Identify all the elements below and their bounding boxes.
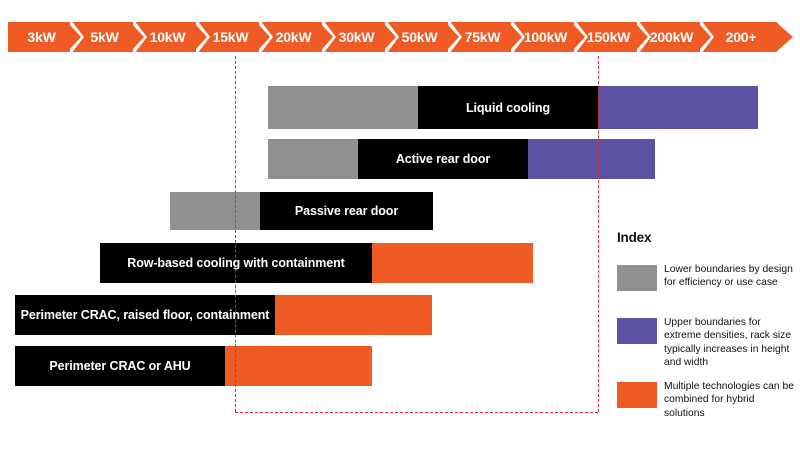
- scale-step-label: 200+: [725, 29, 757, 45]
- scale-step-label: 200kW: [649, 29, 694, 45]
- scale-step-100kw: 100kW: [511, 22, 575, 52]
- bar-segment-orange: [275, 295, 432, 335]
- scale-step-label: 30kW: [338, 29, 375, 45]
- legend-swatch-orange: [617, 382, 657, 408]
- chevron-right-icon: [133, 22, 147, 52]
- scale-step-10kw: 10kW: [133, 22, 197, 52]
- legend-swatch-gray: [617, 265, 657, 291]
- scale-step-75kw: 75kW: [448, 22, 512, 52]
- legend-text: Multiple technologies can be combined fo…: [664, 381, 794, 419]
- guide-baseline-horizontal: [235, 412, 598, 413]
- scale-step-50kw: 50kW: [385, 22, 449, 52]
- arrow-tip-icon: [776, 22, 793, 52]
- scale-step-label: 20kW: [275, 29, 312, 45]
- chevron-right-icon: [574, 22, 588, 52]
- scale-step-15kw: 15kW: [196, 22, 260, 52]
- scale-step-label: 3kW: [27, 29, 56, 45]
- scale-step-200kw: 200kW: [637, 22, 701, 52]
- scale-step-label: 75kW: [464, 29, 501, 45]
- index-title: Index: [617, 230, 652, 245]
- chevron-right-icon: [385, 22, 399, 52]
- chevron-right-icon: [70, 22, 84, 52]
- 100kW-guide: [598, 56, 599, 412]
- chevron-right-icon: [259, 22, 273, 52]
- chevron-right-icon: [448, 22, 462, 52]
- scale-step-200plus: 200+: [700, 22, 793, 52]
- scale-step-20kw: 20kW: [259, 22, 323, 52]
- chevron-right-icon: [511, 22, 525, 52]
- scale-step-label: 5kW: [90, 29, 119, 45]
- bar-segment-purple: [598, 86, 758, 129]
- bar-segment-black: [260, 192, 433, 230]
- scale-step-label: 50kW: [401, 29, 438, 45]
- chevron-right-icon: [700, 22, 714, 52]
- scale-step-label: 150kW: [586, 29, 631, 45]
- row-liquid-cooling: Liquid cooling: [0, 86, 800, 129]
- bar-segment-black: [100, 243, 372, 283]
- power-density-scale: 3kW 5kW 10kW 15kW 20kW 30kW 50kW 75kW 100kW 150kW…: [8, 22, 793, 52]
- legend-swatch-purple: [617, 318, 657, 344]
- scale-step-label: 100kW: [523, 29, 568, 45]
- legend-text: Upper boundaries for extreme densities, …: [664, 317, 792, 369]
- scale-step-3kw: 3kW: [8, 22, 71, 52]
- scale-step-150kw: 150kW: [574, 22, 638, 52]
- bar-segment-gray: [170, 192, 260, 230]
- 15kW-guide: [235, 56, 236, 412]
- bar-segment-black: [15, 346, 225, 386]
- index-legend: Index Lower boundaries by design for eff…: [617, 230, 797, 419]
- legend-text: Lower boundaries by design for efficienc…: [664, 264, 793, 289]
- row-active-rear-door: Active rear door: [0, 139, 800, 179]
- bar-segment-black: [358, 139, 528, 179]
- scale-step-label: 10kW: [149, 29, 186, 45]
- bar-segment-black: [15, 295, 275, 335]
- bar-segment-gray: [268, 139, 358, 179]
- chevron-right-icon: [322, 22, 336, 52]
- row-perimeter-crac-raised-floor-containment: Perimeter CRAC, raised floor, containmen…: [0, 295, 800, 335]
- scale-step-30kw: 30kW: [322, 22, 386, 52]
- bar-segment-orange: [225, 346, 372, 386]
- bar-segment-purple: [528, 139, 655, 179]
- chevron-right-icon: [637, 22, 651, 52]
- scale-step-5kw: 5kW: [70, 22, 134, 52]
- row-passive-rear-door: Passive rear door: [0, 192, 800, 230]
- bar-segment-black: [418, 86, 598, 129]
- bar-segment-orange: [372, 243, 533, 283]
- chevron-right-icon: [196, 22, 210, 52]
- bar-segment-gray: [268, 86, 418, 129]
- scale-step-label: 15kW: [212, 29, 249, 45]
